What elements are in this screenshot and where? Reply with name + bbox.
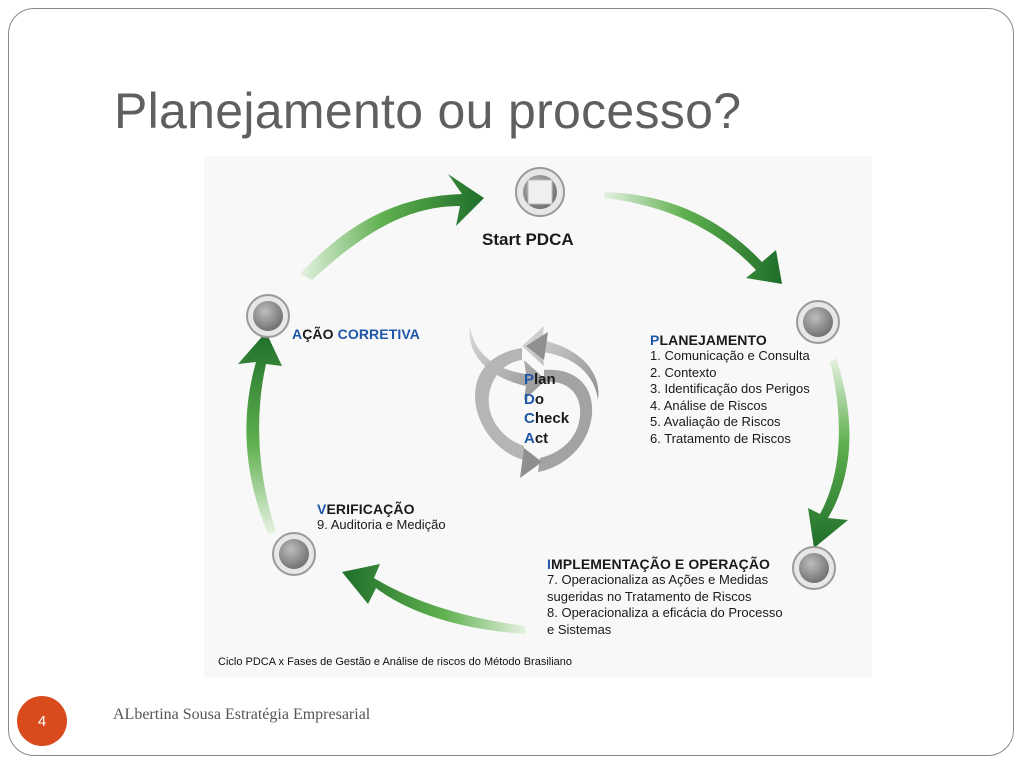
- implementacao-heading: IMPLEMENTAÇÃO E OPERAÇÃO: [547, 556, 783, 572]
- center-initial: D: [524, 390, 535, 408]
- footer-text: ALbertina Sousa Estratégia Empresarial: [113, 706, 371, 723]
- center-word-check: Check: [524, 409, 569, 429]
- pdca-cycle-graphic: [238, 167, 850, 634]
- arrow-to-acao: [238, 332, 282, 534]
- center-pdca-words: Plan Do Check Act: [524, 370, 569, 448]
- corretiva-rest: ORRETIVA: [347, 326, 420, 342]
- node-acao: [246, 294, 290, 338]
- verificacao-heading: VERIFICAÇÃO: [317, 501, 446, 517]
- implementacao-item: e Sistemas: [547, 621, 612, 637]
- diagram-caption: Ciclo PDCA x Fases de Gestão e Análise d…: [218, 656, 573, 668]
- center-word-plan: Plan: [524, 370, 569, 390]
- planejamento-heading-rest: LANEJAMENTO: [659, 332, 767, 348]
- planejamento-item: 4. Análise de Riscos: [650, 397, 768, 413]
- center-initial: A: [524, 429, 535, 447]
- planejamento-item: 5. Avaliação de Riscos: [650, 414, 781, 430]
- implementacao-heading-rest: MPLEMENTAÇÃO E OPERAÇÃO: [551, 556, 771, 572]
- page-number-badge: 4: [17, 696, 67, 746]
- arrow-to-planejamento: [604, 192, 782, 284]
- planejamento-item: 6. Tratamento de Riscos: [650, 430, 791, 446]
- verificacao-item: 9. Auditoria e Medição: [317, 517, 446, 532]
- acao-corretiva-label: AÇÃO CORRETIVA: [292, 326, 420, 342]
- implementacao-item: sugeridas no Tratamento de Riscos: [547, 588, 752, 604]
- center-rest: lan: [534, 371, 556, 388]
- start-pdca-label: Start PDCA: [482, 230, 574, 249]
- planejamento-item: 3. Identificação dos Perigos: [650, 381, 810, 397]
- node-planejamento: [796, 300, 840, 344]
- center-rest: o: [534, 390, 545, 408]
- planejamento-initial: P: [650, 332, 660, 348]
- center-cycle-arrows: [469, 326, 599, 478]
- arrow-to-implementacao: [808, 358, 850, 548]
- center-word-act: Act: [524, 429, 569, 449]
- slide-title: Planejamento ou processo?: [114, 83, 742, 139]
- center-initial: P: [524, 371, 535, 388]
- planejamento-heading: PLANEJAMENTO: [650, 332, 810, 348]
- verificacao-initial: V: [317, 501, 327, 517]
- implementacao-block: IMPLEMENTAÇÃO E OPERAÇÃO 7. Operacionali…: [547, 556, 783, 638]
- acao-initial: A: [292, 326, 303, 342]
- verificacao-heading-rest: ERIFICAÇÃO: [326, 501, 415, 517]
- implementacao-item: 7. Operacionaliza as Ações e Medidas: [547, 572, 769, 587]
- planejamento-item: 2. Contexto: [650, 364, 717, 380]
- arrow-to-verificacao: [342, 564, 526, 634]
- verificacao-block: VERIFICAÇÃO 9. Auditoria e Medição: [317, 501, 446, 534]
- corretiva-initial: C: [337, 326, 348, 342]
- center-initial: C: [524, 410, 535, 427]
- center-rest: ct: [534, 429, 549, 447]
- acao-rest: ÇÃO: [302, 326, 338, 342]
- node-start: [515, 167, 565, 217]
- planejamento-block: PLANEJAMENTO 1. Comunicação e Consulta 2…: [650, 332, 810, 448]
- planejamento-item: 1. Comunicação e Consulta: [650, 348, 810, 363]
- implementacao-item: 8. Operacionaliza a eficácia do Processo: [547, 605, 783, 621]
- node-verificacao: [272, 532, 316, 576]
- implementacao-initial: I: [547, 556, 551, 572]
- pdca-diagram: Start PDCA PLANEJAMENTO 1. Comunicação e…: [204, 156, 872, 678]
- node-implementacao: [792, 546, 836, 590]
- center-rest: heck: [534, 410, 570, 427]
- slide-frame: [8, 8, 1014, 756]
- center-word-do: Do: [524, 390, 569, 410]
- arrow-to-start: [300, 174, 484, 280]
